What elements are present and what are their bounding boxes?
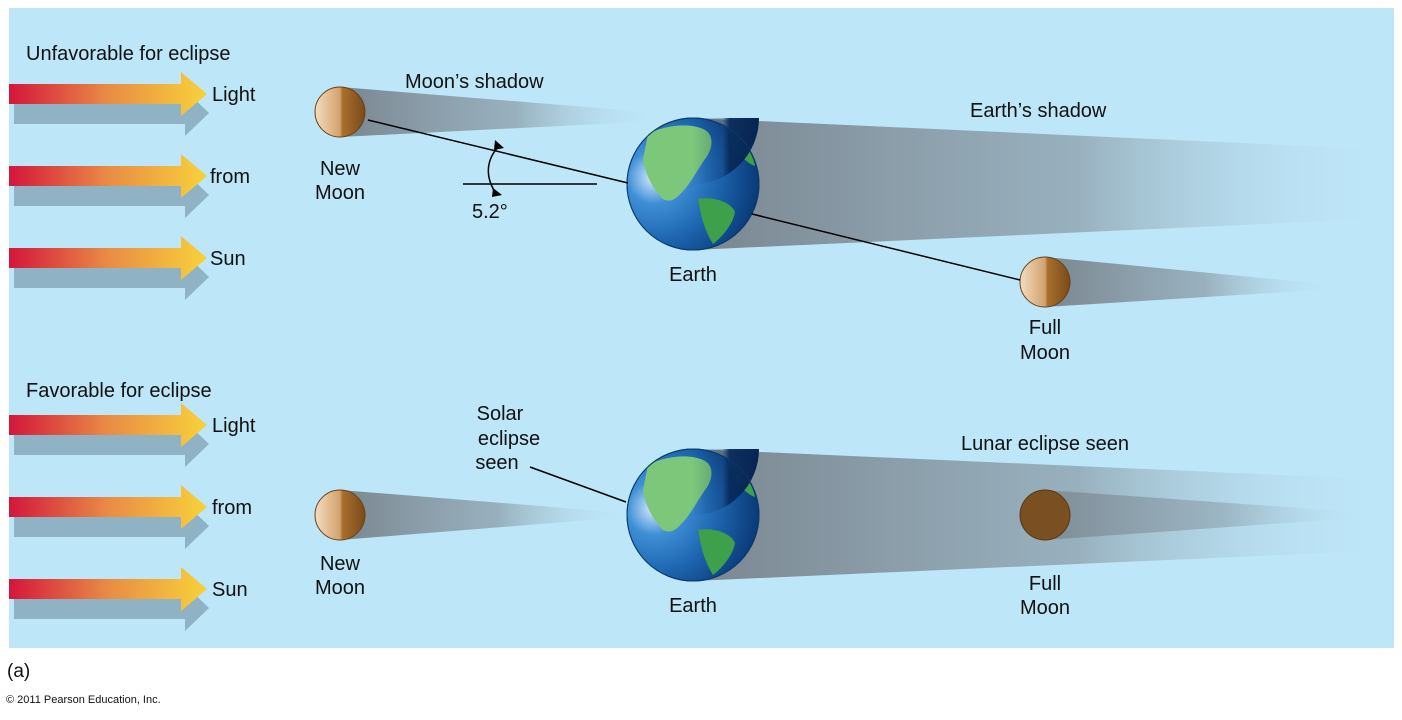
solar-eclipse-label: eclipse — [478, 428, 540, 450]
arrow-label: Light — [212, 84, 256, 106]
new-moon-label: New — [320, 553, 361, 575]
arrow-label: Sun — [210, 248, 246, 270]
panel-title: Unfavorable for eclipse — [26, 43, 231, 65]
new-moon — [314, 86, 366, 138]
copyright: © 2011 Pearson Education, Inc. — [6, 694, 161, 706]
full-moon-label: Full — [1029, 317, 1061, 339]
full-moon-shadow — [1045, 490, 1370, 540]
arrowhead-icon — [492, 188, 502, 197]
new-moon — [314, 489, 366, 541]
new-moon-label: Moon — [315, 577, 365, 599]
orbit-plane-line — [367, 119, 629, 184]
arrow-label: from — [210, 166, 250, 188]
angle-label: 5.2° — [472, 201, 508, 223]
arrow-label: from — [212, 497, 252, 519]
figure-label: (a) — [7, 661, 30, 682]
panel-title: Favorable for eclipse — [26, 380, 212, 402]
unfavorable-panel: Unfavorable for eclipse Light from Sun 5… — [9, 43, 1394, 364]
earth-shadow — [693, 118, 1394, 250]
earth-label: Earth — [669, 595, 717, 617]
eclipsed-full-moon — [1019, 489, 1071, 541]
arrow-label: Light — [212, 415, 256, 437]
full-moon-label: Moon — [1020, 342, 1070, 364]
moon-shadow — [340, 87, 660, 137]
earth-globe-icon — [627, 118, 759, 250]
full-moon — [1019, 256, 1071, 308]
lunar-eclipse-label: Lunar eclipse seen — [961, 433, 1129, 455]
orbit-plane-line — [751, 213, 1021, 281]
moon-shadow — [340, 490, 628, 540]
new-moon-label: Moon — [315, 182, 365, 204]
full-moon-label: Moon — [1020, 597, 1070, 619]
favorable-panel: Favorable for eclipse Light from Sun Sol… — [9, 380, 1394, 631]
moon-shadow-label: Moon’s shadow — [405, 71, 544, 93]
earth-shadow-label: Earth’s shadow — [970, 100, 1107, 122]
new-moon-label: New — [320, 158, 361, 180]
arrowhead-icon — [494, 140, 504, 150]
earth-globe-icon — [627, 449, 759, 581]
arrow-label: Sun — [212, 579, 248, 601]
full-moon-shadow — [1045, 257, 1335, 307]
solar-eclipse-label: Solar — [477, 403, 524, 425]
solar-eclipse-label: seen — [475, 452, 518, 474]
callout-line — [529, 466, 627, 503]
earth-label: Earth — [669, 264, 717, 286]
full-moon-label: Full — [1029, 573, 1061, 595]
